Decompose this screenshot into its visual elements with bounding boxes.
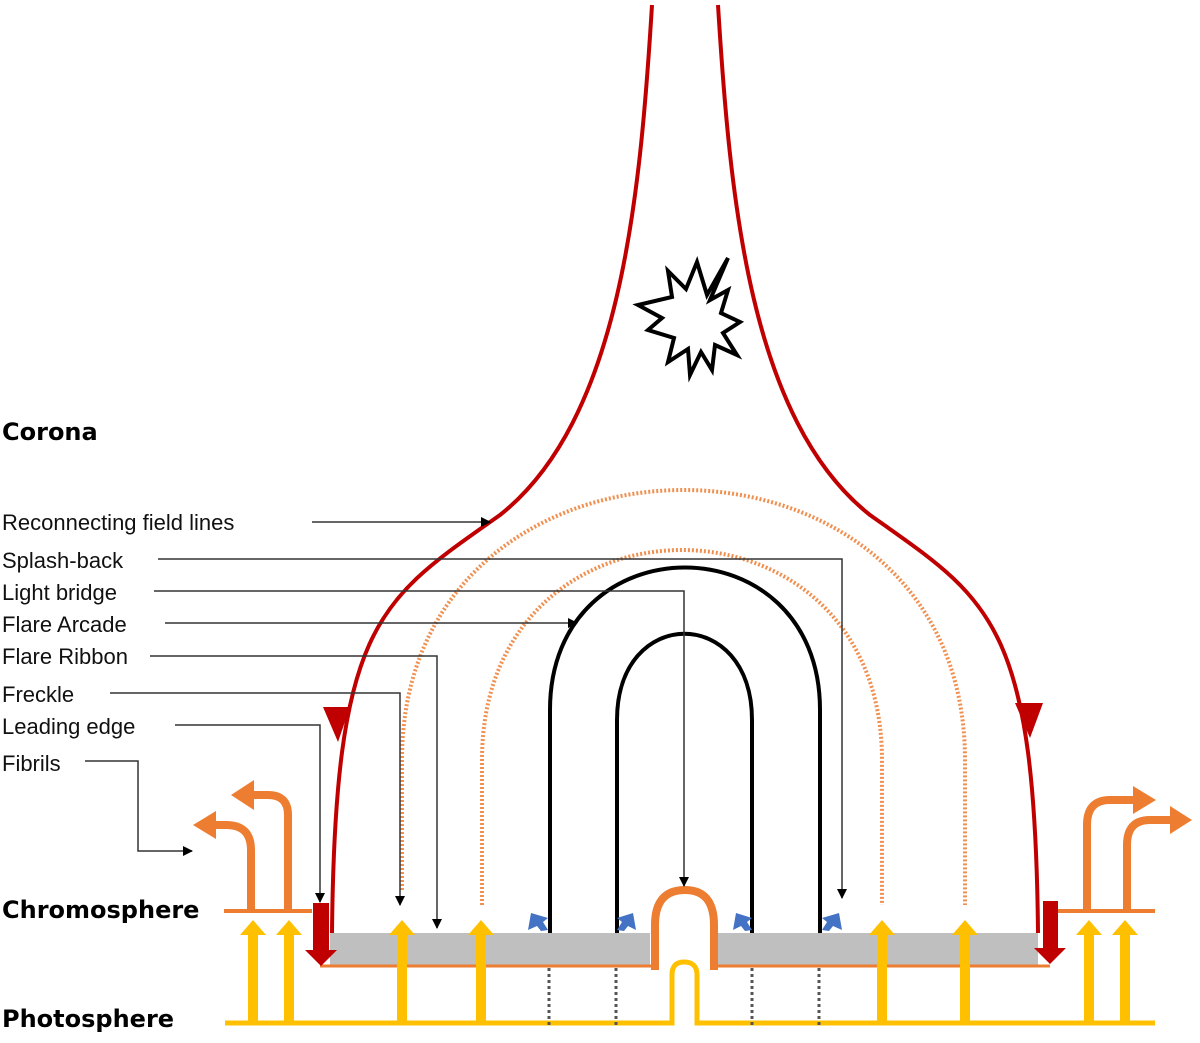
reconnecting-field-line-left [330,4,654,934]
leader-flare-ribbon [150,655,442,929]
layer-label-corona: Corona [2,418,98,446]
photosphere-line [225,959,1155,1026]
label-light-bridge: Light bridge [2,580,117,605]
leading-edge-arrow-right [1034,901,1066,964]
leader-leading-edge [175,724,325,903]
leader-splash-back [158,558,847,899]
leader-fibrils [85,760,193,856]
label-freckle: Freckle [2,682,74,707]
leader-freckle [110,692,405,906]
label-flare-ribbon: Flare Ribbon [2,644,128,669]
fibril-arrows [214,791,1170,911]
label-leading-edge: Leading edge [2,714,135,739]
flare-ribbon-left [330,933,650,966]
label-splash-back: Splash-back [2,548,124,573]
subsurface-flux-tubes [547,968,821,1025]
leading-edge-arrow-left [305,903,337,966]
light-bridge-arch [651,885,718,970]
label-reconnecting-field-lines: Reconnecting field lines [2,510,234,535]
explosion-star-icon [632,256,745,383]
field-line-arrow-right [1015,703,1043,738]
dotted-loop-inner [480,548,884,905]
layer-label-chromosphere: Chromosphere [2,896,199,924]
photospheric-upflow-arrows [240,920,1138,1023]
splash-back-arrows [528,913,842,931]
layer-label-photosphere: Photosphere [2,1005,174,1033]
label-flare-arcade: Flare Arcade [2,612,127,637]
reconnecting-field-line-right [716,4,1040,934]
flare-arcade-outer [548,565,822,933]
fibril-arrowheads [193,780,1192,839]
leader-light-bridge [154,590,689,887]
label-fibrils: Fibrils [2,751,61,776]
field-line-arrow-left [323,707,350,742]
